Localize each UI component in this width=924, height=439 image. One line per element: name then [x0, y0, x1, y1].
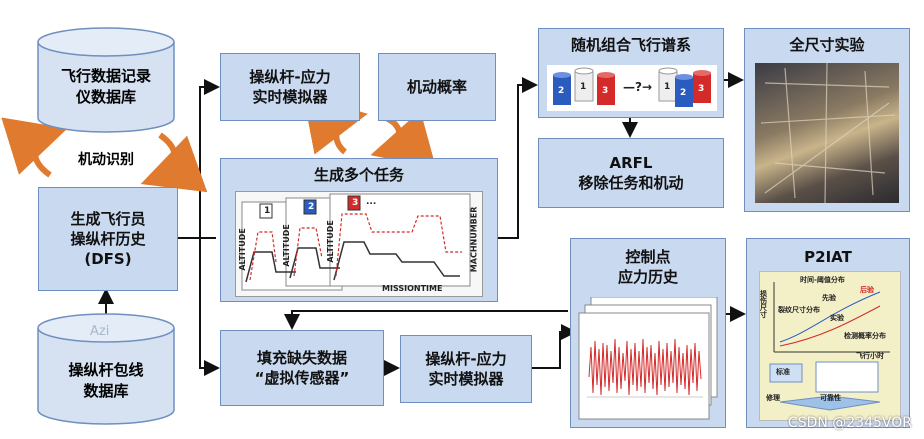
stick-envelope-db-label: 操纵杆包线 数据库 — [68, 361, 144, 400]
full-scale-test-photo — [755, 62, 899, 204]
random-spectrum-box: 随机组合飞行谱系 2 1 3 1 2 3 —?→ — [538, 28, 724, 118]
spectrum-cylinder-5 — [675, 74, 693, 107]
spectrum-num-4: 1 — [664, 82, 671, 92]
multi-task-title: 生成多个任务 — [313, 166, 404, 184]
mission-ylabel-1: ALTITUDE — [237, 228, 247, 271]
stick-sim-bottom-label: 操纵杆-应力 实时模拟器 — [425, 349, 507, 388]
mission-ylabel-2: ALTITUDE — [281, 224, 291, 267]
p2iat-c: 实验 — [830, 314, 844, 322]
mission-card-2: 2 — [308, 202, 315, 212]
arrow-sim-to-chart — [532, 324, 577, 369]
p2iat-f: 标准 — [776, 368, 790, 376]
stick-sim-bottom-box: 操纵杆-应力 实时模拟器 — [400, 335, 532, 403]
cycle-arrow-left-a — [1, 117, 68, 178]
mission-ellipsis: ... — [366, 197, 377, 207]
p2iat-i: 可靠性 — [820, 394, 841, 402]
spectrum-arrow: —?→ — [623, 80, 653, 94]
p2iat-left-axis: 损伤尺寸 — [759, 290, 768, 318]
random-spectrum-title: 随机组合飞行谱系 — [570, 36, 691, 54]
fill-missing-label: 填充缺失数据 “虚拟传感器” — [254, 348, 350, 387]
stick-sim-top-label: 操纵杆-应力 实时模拟器 — [249, 67, 331, 106]
spectrum-cylinder-3 — [597, 72, 615, 105]
arrow-task-to-spectrum — [498, 77, 538, 239]
control-point-title: 控制点 应力历史 — [617, 248, 678, 287]
mission-xlabel: MISSIONTIME — [382, 284, 443, 293]
stress-signal — [588, 338, 702, 396]
watermark: CSDN @2345VOR — [787, 415, 912, 431]
maneuver-id-label: 机动识别 — [78, 152, 134, 168]
p2iat-e: 检测概率分布 — [844, 332, 886, 340]
spectrum-cylinder-6 — [693, 70, 711, 103]
full-scale-test-box: 全尺寸实验 — [744, 28, 910, 212]
p2iat-h: 飞行小时 — [856, 352, 884, 360]
spectrum-cylinder-2 — [574, 67, 594, 102]
arrow-control-to-fill — [284, 310, 568, 330]
maneuver-prob-box: 机动概率 — [378, 53, 496, 121]
stick-sim-top-box: 操纵杆-应力 实时模拟器 — [220, 53, 360, 121]
mission-chart — [241, 193, 471, 291]
spectrum-num-5: 2 — [680, 88, 687, 98]
pilot-history-label: 生成飞行员 操纵杆历史 (DFS) — [70, 209, 146, 269]
arfl-label: ARFL 移除任务和机动 — [578, 153, 684, 192]
p2iat-box: P2IAT 损伤尺寸 时间-阈值分布 先验 后验 实验 裂纹尺寸分布 检测概率分… — [746, 238, 910, 428]
spectrum-num-3: 3 — [602, 86, 609, 96]
stick-envelope-db-cylinder — [37, 313, 175, 425]
p2iat-g: 修理 — [766, 394, 780, 402]
flight-db-label: 飞行数据记录 仪数据库 — [60, 67, 151, 106]
p2iat-b: 后验 — [860, 286, 874, 294]
maneuver-prob-label: 机动概率 — [406, 77, 467, 96]
stress-history-chart — [577, 296, 721, 423]
cycle-arrow-left-b — [140, 132, 208, 193]
spectrum-num-2: 1 — [580, 82, 587, 92]
fill-missing-box: 填充缺失数据 “虚拟传感器” — [220, 330, 384, 406]
spectrum-illustration: 2 1 3 1 2 3 —?→ — [547, 65, 717, 111]
full-scale-test-title: 全尺寸实验 — [789, 36, 865, 54]
multi-task-box: 生成多个任务 1 2 3 ... ALTITUDE ALTITUDE ALTIT… — [220, 158, 498, 302]
control-point-box: 控制点 应力历史 — [570, 238, 726, 428]
spectrum-num-6: 3 — [698, 84, 705, 94]
pilot-history-box: 生成飞行员 操纵杆历史 (DFS) — [38, 187, 178, 291]
p2iat-a: 先验 — [822, 294, 836, 302]
mission-ylabel-right: MACHNUMBER — [469, 206, 479, 273]
mission-card-1: 1 — [264, 206, 271, 216]
mission-card-3: 3 — [352, 198, 359, 208]
p2iat-top: 时间-阈值分布 — [800, 276, 845, 284]
spectrum-num-1: 2 — [558, 86, 565, 96]
spectrum-cylinder-1 — [553, 72, 571, 105]
arfl-box: ARFL 移除任务和机动 — [538, 138, 724, 208]
p2iat-diagram: 损伤尺寸 时间-阈值分布 先验 后验 实验 裂纹尺寸分布 检测概率分布 标准 飞… — [759, 271, 901, 421]
flight-db-cylinder — [37, 27, 175, 133]
p2iat-d: 裂纹尺寸分布 — [778, 306, 820, 314]
mission-chart-panel: 1 2 3 ... ALTITUDE ALTITUDE ALTITUDE MAC… — [235, 191, 483, 297]
mission-ylabel-3: ALTITUDE — [325, 220, 335, 263]
azi-label: Azi — [90, 324, 110, 339]
arrow-to-fill-missing — [199, 238, 220, 376]
p2iat-title: P2IAT — [804, 248, 852, 266]
